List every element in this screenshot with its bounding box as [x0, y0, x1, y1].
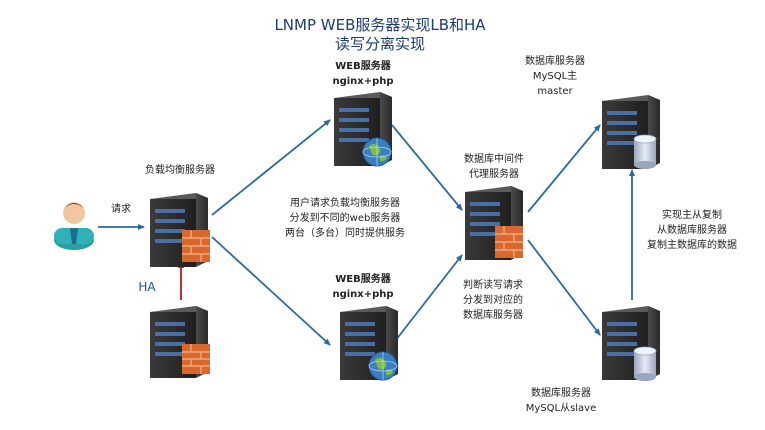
routing-note: 判断读写请求 分发到对应的 数据库服务器: [450, 278, 536, 323]
replication-note-line-3: 复制主数据库的数据: [647, 240, 737, 251]
dispatch-note-line-2: 分发到不同的web服务器: [289, 213, 401, 224]
db-slave-label: 数据库服务器 MySQL从slave: [516, 386, 606, 416]
replication-note-line-2: 从数据库服务器: [657, 225, 727, 236]
dispatch-note-line-3: 两台（多台）同时提供服务: [285, 228, 405, 239]
middleware-label: 数据库中间件 代理服务器: [452, 152, 536, 182]
title-line-2: 读写分离实现: [334, 35, 425, 53]
firewall-icon: [182, 230, 210, 262]
diagram-title: LNMP WEB服务器实现LB和HA 读写分离实现: [270, 16, 490, 54]
web-server-bottom-line-2: nginx+php: [332, 289, 394, 300]
database-icon: [633, 134, 657, 169]
web-server-top-line-2: nginx+php: [332, 76, 394, 87]
ha-label: HA: [138, 280, 156, 294]
dispatch-note: 用户请求负载均衡服务器 分发到不同的web服务器 两台（多台）同时提供服务: [280, 196, 410, 241]
link-web-top-to-middleware: [391, 124, 463, 211]
user-icon: [54, 202, 94, 250]
db-master-label: 数据库服务器 MySQL主 master: [512, 54, 598, 99]
routing-note-line-1: 判断读写请求: [463, 280, 523, 291]
db-master-line-1: 数据库服务器: [525, 56, 585, 67]
replication-note: 实现主从复制 从数据库服务器 复制主数据库的数据: [636, 208, 748, 253]
database-icon: [633, 346, 657, 381]
routing-note-line-3: 数据库服务器: [463, 310, 523, 321]
dispatch-note-line-1: 用户请求负载均衡服务器: [290, 198, 400, 209]
middleware-line-1: 数据库中间件: [464, 154, 524, 165]
globe-icon: [368, 351, 398, 381]
link-middleware-to-slave: [527, 239, 601, 336]
link-web-bottom-to-middleware: [391, 254, 463, 346]
web-server-bottom-line-1: WEB服务器: [335, 274, 391, 285]
link-lb-to-web-bottom: [211, 236, 331, 346]
link-middleware-to-master: [527, 124, 601, 213]
link-lb-to-web-top: [211, 119, 331, 216]
web-server-top-label: WEB服务器 nginx+php: [318, 59, 408, 89]
request-label: 请求: [111, 204, 131, 215]
routing-note-line-2: 分发到对应的: [463, 295, 523, 306]
web-server-top-line-1: WEB服务器: [335, 61, 391, 72]
db-slave-line-1: 数据库服务器: [531, 388, 591, 399]
db-slave-line-2: MySQL从slave: [525, 403, 597, 414]
ha-firewall-icon: [182, 344, 210, 374]
db-master-line-2: MySQL主: [532, 71, 578, 82]
web-server-bottom-label: WEB服务器 nginx+php: [318, 272, 408, 302]
replication-note-line-1: 实现主从复制: [662, 210, 722, 221]
firewall-icon: [495, 226, 523, 258]
globe-icon: [362, 137, 392, 167]
load-balancer-label: 负载均衡服务器: [145, 165, 215, 176]
middleware-line-2: 代理服务器: [469, 169, 519, 180]
title-line-1: LNMP WEB服务器实现LB和HA: [274, 16, 486, 34]
db-master-line-3: master: [537, 86, 573, 97]
